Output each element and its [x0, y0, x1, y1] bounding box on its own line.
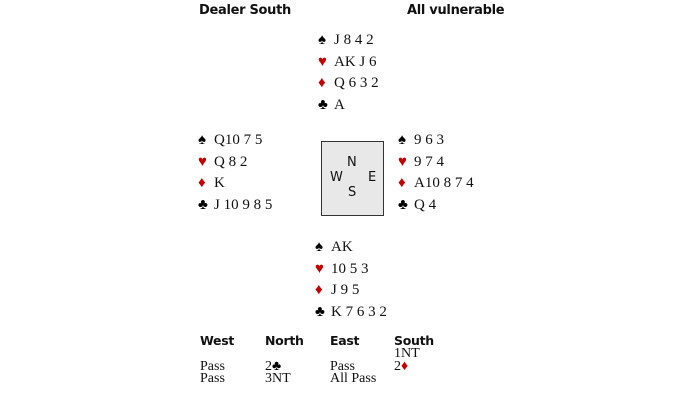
compass-east: E: [368, 170, 377, 185]
diamond-icon: ♦: [318, 75, 326, 92]
north-clubs: A: [334, 97, 345, 114]
auction-east: East Pass All Pass: [330, 334, 376, 386]
west-hand: ♠ Q10 7 5 ♥ Q 8 2 ♦ K ♣ J 10 9 8 5: [198, 130, 272, 217]
west-diamonds: K: [214, 175, 225, 192]
call: 1NT: [394, 346, 420, 361]
call: Pass: [200, 371, 225, 386]
diamond-icon: ♦: [198, 175, 206, 192]
compass-west: W: [330, 170, 343, 185]
south-clubs: K 7 6 3 2: [331, 304, 387, 321]
west-clubs: J 10 9 8 5: [214, 197, 273, 214]
call: Pass: [200, 358, 225, 374]
west-hearts: Q 8 2: [214, 153, 248, 170]
club-icon: ♣: [315, 304, 325, 321]
heart-icon: ♥: [198, 153, 207, 170]
east-clubs: Q 4: [414, 197, 437, 214]
call: 2: [394, 358, 401, 374]
south-hearts: 10 5 3: [331, 260, 369, 277]
diamond-icon: ♦: [401, 358, 409, 374]
call: 2: [265, 358, 272, 374]
east-diamonds: A10 8 7 4: [414, 175, 474, 192]
auction-header-north: North: [265, 333, 304, 348]
east-spades: 9 6 3: [414, 132, 444, 148]
dealer-label: Dealer South: [199, 3, 292, 18]
call: [394, 373, 434, 386]
auction-header-east: East: [330, 333, 360, 348]
call: All Pass: [330, 371, 377, 386]
auction-south: South 1NT 2♦: [394, 334, 434, 386]
vulnerability-label: All vulnerable: [407, 3, 505, 18]
compass-north: N: [347, 155, 357, 170]
east-hearts: 9 7 4: [414, 153, 444, 170]
auction-north: North 2♣ 3NT: [265, 334, 304, 386]
call: 3NT: [265, 371, 291, 386]
south-diamonds: J 9 5: [331, 282, 360, 299]
heart-icon: ♥: [318, 53, 327, 70]
auction-west: West Pass Pass: [200, 334, 234, 386]
auction-header-west: West: [200, 333, 235, 348]
call: Pass: [330, 358, 355, 374]
diamond-icon: ♦: [315, 282, 323, 299]
diamond-icon: ♦: [398, 175, 406, 192]
heart-icon: ♥: [315, 260, 324, 277]
north-hand: ♠ J 8 4 2 ♥ AK J 6 ♦ Q 6 3 2 ♣ A: [318, 30, 379, 117]
north-spades: J 8 4 2: [334, 32, 374, 48]
club-icon: ♣: [398, 197, 408, 214]
west-spades: Q10 7 5: [214, 132, 263, 148]
spade-icon: ♠: [198, 132, 206, 148]
south-hand: ♠ AK ♥ 10 5 3 ♦ J 9 5 ♣ K 7 6 3 2: [315, 237, 387, 324]
compass-box: N W E S: [321, 141, 384, 216]
north-diamonds: Q 6 3 2: [334, 75, 379, 92]
club-icon: ♣: [318, 97, 328, 114]
south-spades: AK: [331, 239, 353, 255]
north-hearts: AK J 6: [334, 53, 377, 70]
auction-header-south: South: [394, 333, 434, 348]
club-icon: ♣: [198, 197, 208, 214]
spade-icon: ♠: [318, 32, 326, 48]
heart-icon: ♥: [398, 153, 407, 170]
club-icon: ♣: [272, 358, 282, 374]
spade-icon: ♠: [398, 132, 406, 148]
compass-south: S: [348, 185, 357, 200]
spade-icon: ♠: [315, 239, 323, 255]
east-hand: ♠ 9 6 3 ♥ 9 7 4 ♦ A10 8 7 4 ♣ Q 4: [398, 130, 474, 217]
